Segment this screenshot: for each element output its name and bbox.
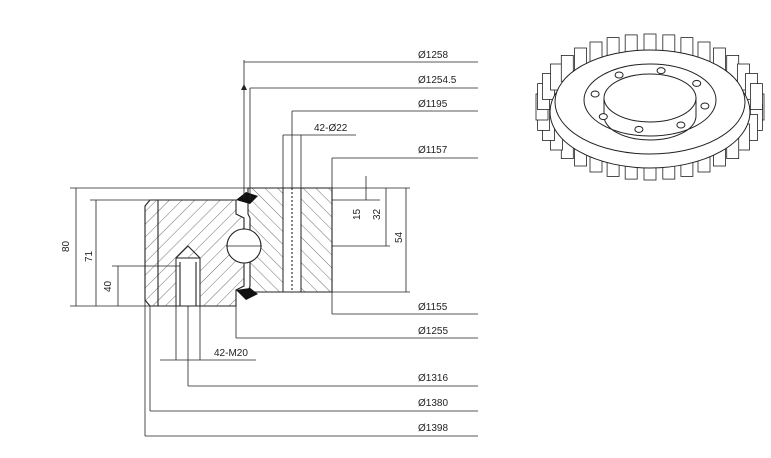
gear-bore [603, 73, 697, 123]
dim-h71: 71 [84, 250, 95, 262]
bolt-hole [692, 79, 702, 87]
dim-d1155: Ø1155 [418, 302, 448, 313]
bolt-hole [676, 121, 686, 129]
right-height-dimensions: 15 32 54 [332, 176, 410, 293]
gear-illustration [535, 33, 765, 181]
gear-bolt-holes [590, 67, 710, 133]
bolt-hole [614, 71, 624, 79]
dim-h54: 54 [394, 231, 405, 243]
bottom-dimensions: 42-M20 Ø1316 Ø1380 Ø1398 [144, 300, 478, 437]
bolt-hole [598, 113, 608, 121]
dim-d1316: Ø1316 [418, 373, 448, 384]
dim-d1157: Ø1157 [418, 145, 448, 156]
dim-holes-inner: 42-Ø22 [314, 123, 348, 134]
dim-h15: 15 [352, 208, 363, 220]
dim-d1380: Ø1380 [418, 398, 448, 409]
dim-d1195: Ø1195 [418, 99, 448, 110]
dim-d1258: Ø1258 [418, 50, 448, 61]
dim-h32: 32 [372, 208, 383, 220]
gear-tooth [750, 83, 763, 111]
dim-h40: 40 [103, 280, 114, 292]
bolt-hole [656, 67, 666, 75]
right-dimensions: Ø1258 Ø1254.5 Ø1195 42-Ø22 Ø1157 Ø1155 Ø… [235, 50, 478, 339]
left-dimensions: 80 71 40 [61, 187, 248, 307]
dim-holes-outer: 42-M20 [214, 348, 248, 359]
bolt-hole [634, 125, 644, 133]
bolt-hole [700, 102, 710, 110]
top-seal [236, 192, 258, 204]
dim-h80: 80 [61, 240, 72, 252]
bottom-seal [236, 288, 258, 300]
dim-d1398: Ø1398 [418, 423, 448, 434]
bolt-hole [590, 90, 600, 98]
cross-section [144, 60, 333, 307]
dim-d1255: Ø1255 [418, 326, 448, 337]
dim-d1254-5: Ø1254.5 [418, 75, 457, 86]
gear-bore-wall [603, 98, 697, 141]
